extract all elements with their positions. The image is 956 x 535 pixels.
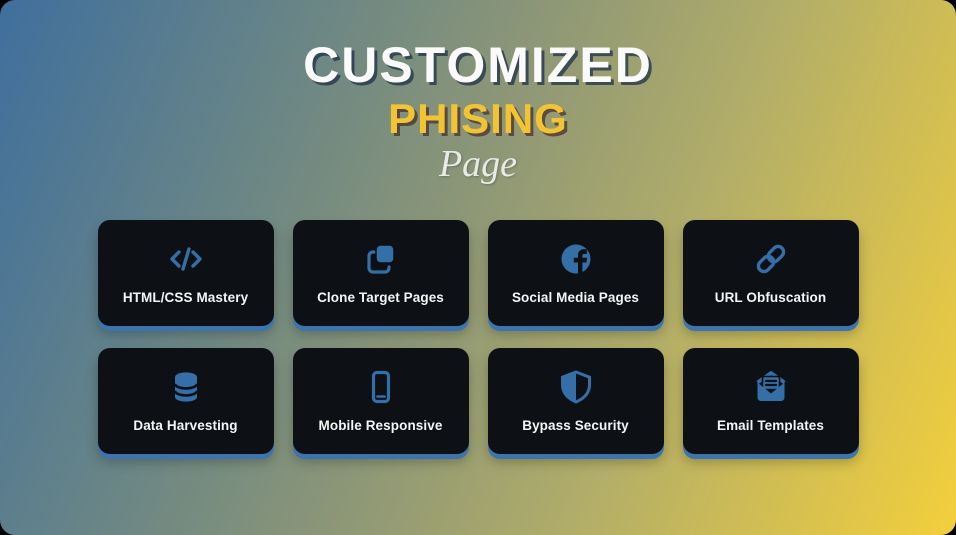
card-data-harvesting[interactable]: Data Harvesting (97, 348, 274, 454)
link-icon (753, 241, 789, 277)
card-label: URL Obfuscation (714, 290, 827, 305)
card-label: Data Harvesting (133, 418, 238, 433)
mobile-icon (363, 369, 399, 405)
title-page: Page (438, 143, 518, 185)
facebook-icon (558, 241, 594, 277)
card-html-css-mastery[interactable]: HTML/CSS Mastery (97, 220, 274, 326)
card-label: Bypass Security (522, 418, 629, 433)
card-label: Social Media Pages (511, 290, 640, 305)
card-label: Clone Target Pages (317, 290, 444, 305)
title-block: CUSTOMIZED PHISING Page (0, 0, 956, 185)
shield-half-icon (558, 369, 594, 405)
card-label: Mobile Responsive (318, 418, 443, 433)
code-icon (168, 241, 204, 277)
database-icon (168, 369, 204, 405)
card-url-obfuscation[interactable]: URL Obfuscation (682, 220, 859, 326)
title-customized: CUSTOMIZED (303, 37, 653, 93)
envelope-open-text-icon (753, 369, 789, 405)
title-phising: PHISING (388, 95, 568, 142)
feature-grid: HTML/CSS Mastery Clone Target Pages Soci… (97, 220, 859, 454)
card-label: Email Templates (716, 418, 825, 433)
card-clone-target-pages[interactable]: Clone Target Pages (292, 220, 469, 326)
card-bypass-security[interactable]: Bypass Security (487, 348, 664, 454)
card-email-templates[interactable]: Email Templates (682, 348, 859, 454)
card-mobile-responsive[interactable]: Mobile Responsive (292, 348, 469, 454)
card-label: HTML/CSS Mastery (122, 290, 249, 305)
card-social-media-pages[interactable]: Social Media Pages (487, 220, 664, 326)
clone-icon (363, 241, 399, 277)
